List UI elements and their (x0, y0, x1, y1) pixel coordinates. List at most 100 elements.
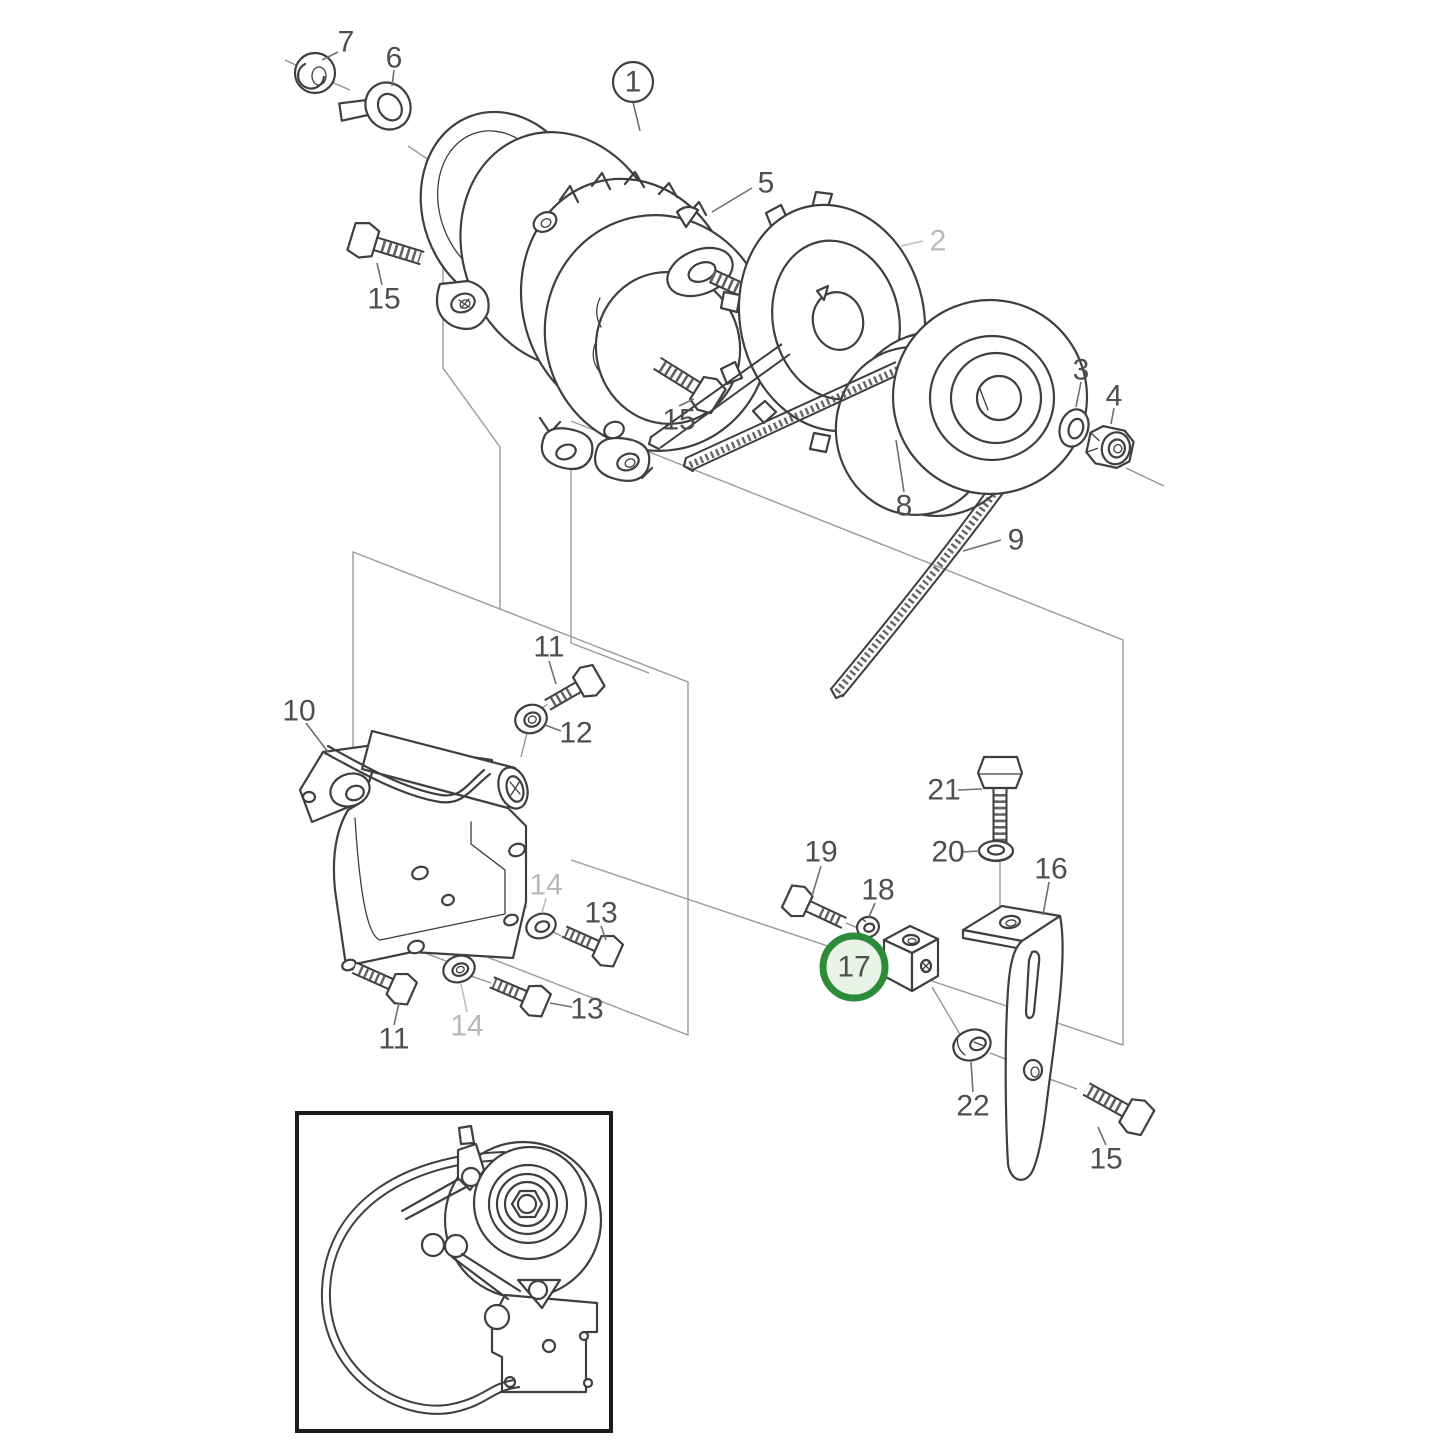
callout-leader (305, 722, 329, 753)
callout-13-18[interactable]: 13 (549, 993, 604, 1026)
callout-label: 14 (450, 1010, 483, 1043)
callout-21-22[interactable]: 21 (927, 774, 983, 807)
inset-belt (320, 1151, 521, 1415)
callout-leader (393, 1002, 400, 1026)
callout-label: 8 (896, 490, 913, 523)
callout-leader (895, 439, 905, 493)
callout-ring (611, 60, 655, 104)
callout-label: 21 (927, 774, 960, 807)
eye-bolt (338, 81, 412, 131)
bolt-21 (976, 755, 1024, 852)
callout-3-7[interactable]: 3 (1073, 354, 1090, 408)
callout-label: 22 (956, 1090, 989, 1123)
callout-18-20[interactable]: 18 (861, 874, 895, 918)
bracket-strap (323, 751, 492, 804)
cooling-fins-top (558, 170, 708, 217)
callout-22-25[interactable]: 22 (956, 1061, 990, 1123)
callout-14-17[interactable]: 14 (450, 983, 484, 1043)
callout-12-12[interactable]: 12 (544, 717, 593, 750)
callout-label: 3 (1073, 354, 1090, 387)
callout-leader (962, 539, 1002, 552)
callout-label: 6 (386, 42, 403, 75)
highlight-ring (819, 932, 889, 1002)
callout-11-11[interactable]: 11 (533, 631, 565, 685)
callout-8-9[interactable]: 8 (895, 439, 913, 523)
callout-13-15[interactable]: 13 (584, 897, 618, 941)
bolt-13-upper (561, 925, 625, 968)
callout-20-23[interactable]: 20 (931, 836, 980, 869)
callout-7-0[interactable]: 7 (321, 26, 355, 61)
callout-label: 2 (930, 225, 947, 258)
lock-nut-4 (1085, 425, 1135, 469)
spring-washer-18 (855, 915, 881, 939)
callout-1-2[interactable]: 1 (611, 60, 655, 132)
callout-15-26[interactable]: 15 (1089, 1126, 1123, 1176)
callout-leader (868, 902, 876, 918)
shaft-key (675, 205, 700, 229)
callout-2-5[interactable]: 2 (900, 225, 947, 258)
callout-leader (1075, 381, 1082, 408)
callout-label: 15 (662, 404, 695, 437)
callout-leader (1097, 1126, 1107, 1146)
callout-leader (549, 1002, 573, 1008)
callout-leader (600, 925, 607, 941)
bracket-slot (1024, 950, 1041, 1020)
callout-leader (321, 51, 339, 61)
callout-label: 12 (559, 717, 592, 750)
callout-label: 18 (861, 874, 894, 907)
washer-14-lower (442, 954, 476, 984)
callout-15-4[interactable]: 15 (367, 262, 401, 316)
callout-label: 1 (625, 66, 642, 99)
callout-leader (548, 660, 557, 685)
callout-label: 13 (584, 897, 617, 930)
square-nut-block (882, 924, 940, 993)
bolt-11-bottom (351, 961, 419, 1006)
callout-label: 11 (378, 1023, 409, 1056)
callout-10-13[interactable]: 10 (282, 695, 329, 753)
inset-assembled-view (295, 1111, 613, 1433)
callout-leader (900, 240, 924, 247)
pulley (891, 298, 1089, 496)
callout-6-1[interactable]: 6 (386, 42, 403, 87)
callout-label: 13 (570, 993, 603, 1026)
bolt-11-top (544, 664, 606, 711)
callout-leader (961, 850, 980, 853)
callout-leader (1110, 407, 1115, 425)
callout-leader (391, 69, 395, 87)
callout-label: 14 (529, 869, 562, 902)
bolt-19 (780, 884, 847, 929)
callout-label: 7 (338, 26, 355, 59)
callout-15-6[interactable]: 15 (662, 398, 696, 437)
callout-leader (541, 897, 547, 914)
callout-5-3[interactable]: 5 (711, 167, 775, 213)
callout-label: 16 (1034, 853, 1067, 886)
callout-label: 15 (367, 283, 400, 316)
callout-14-14[interactable]: 14 (529, 869, 563, 914)
washer-3 (1058, 408, 1090, 448)
callout-leader (460, 983, 468, 1013)
callout-label: 11 (533, 631, 564, 664)
callout-11-16[interactable]: 11 (378, 1002, 410, 1056)
callout-leader (678, 398, 695, 407)
bolt-15-upper-left (346, 221, 425, 266)
callout-leader (957, 788, 983, 791)
flange-nut (293, 51, 337, 95)
callout-4-8[interactable]: 4 (1106, 380, 1123, 425)
callout-17-21[interactable]: 17 (819, 932, 889, 1002)
callout-19-19[interactable]: 19 (804, 836, 838, 897)
inset-strut (400, 1174, 470, 1221)
bolt-13-lower (489, 976, 552, 1018)
spacer-22 (952, 1028, 992, 1062)
callout-leader (544, 724, 562, 732)
callout-16-24[interactable]: 16 (1034, 853, 1068, 916)
callout-label: 5 (758, 167, 775, 200)
bolt-15-bottom-right (1082, 1082, 1156, 1137)
callout-label: 9 (1008, 524, 1025, 557)
callout-9-10[interactable]: 9 (962, 524, 1025, 557)
callout-label: 17 (837, 951, 870, 984)
tension-arm-bracket (961, 904, 1064, 1181)
callout-label: 15 (1089, 1143, 1122, 1176)
pivot-tube (360, 729, 529, 810)
